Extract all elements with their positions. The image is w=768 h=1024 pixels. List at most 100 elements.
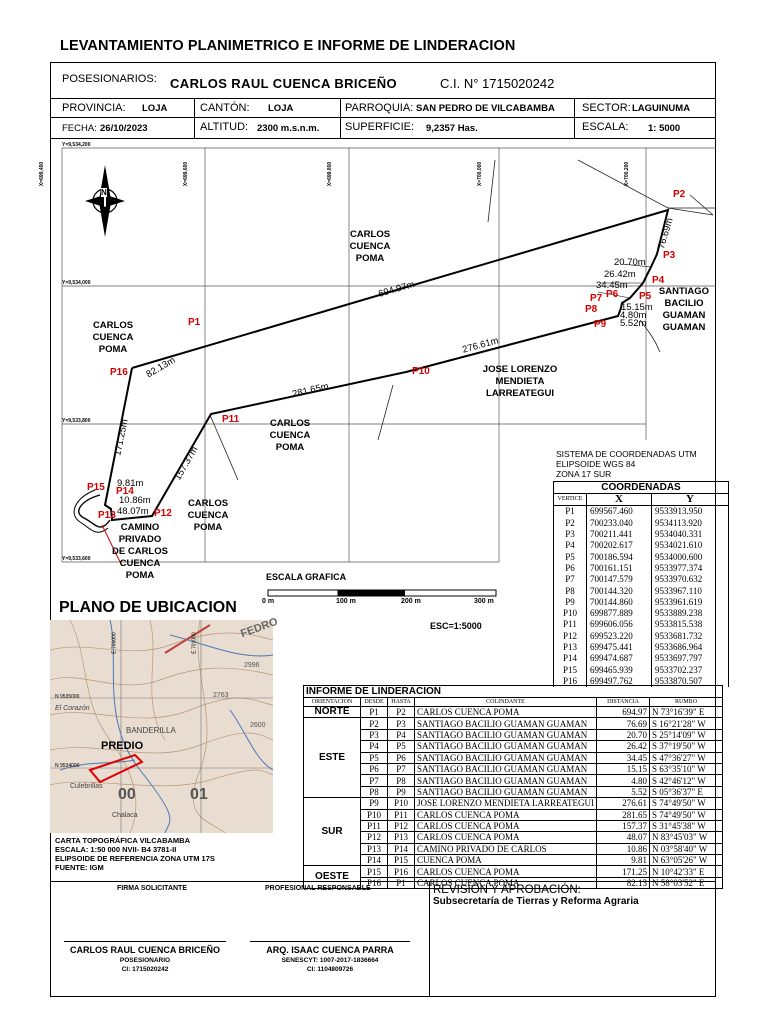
linderacion-header: COLINDANTE <box>413 697 598 707</box>
topographic-map <box>50 620 273 833</box>
colindante-cell: SANTIAGO BACILIO GUAMAN GUAMAN <box>413 785 598 799</box>
coord-y: 9533870.507 <box>651 675 729 688</box>
rumbo-cell: N 63°05'26" W <box>649 854 724 867</box>
distance-label: 9.81m <box>117 478 144 489</box>
distancia-cell: 281.65 <box>596 808 651 821</box>
place-label: N 9535000 <box>55 694 80 700</box>
colindante-cell: SANTIAGO BACILIO GUAMAN GUAMAN <box>413 728 598 742</box>
hasta-cell: P16 <box>387 865 415 878</box>
coord-x: 700161.151 <box>586 562 652 575</box>
colindante-cell: CAMINO PRIVADO DE CARLOS <box>413 842 598 856</box>
coord-y: 9534113.920 <box>651 517 729 529</box>
colindante-cell: SANTIAGO BACILIO GUAMAN GUAMAN <box>413 774 598 787</box>
grid-y-label: Y=9,533,600 <box>62 556 91 562</box>
escala-label: ESCALA: <box>582 121 629 133</box>
desde-cell: P6 <box>360 762 388 776</box>
distancia-cell: 15.15 <box>596 762 651 776</box>
scale-tick: 100 m <box>336 598 356 605</box>
scale-tick: 200 m <box>401 598 421 605</box>
place-label: El Corazón <box>55 705 90 712</box>
rumbo-cell: N 03°58'40" W <box>649 842 724 856</box>
parroquia-value: SAN PEDRO DE VILCABAMBA <box>416 103 555 114</box>
coord-vertex: P13 <box>553 641 587 654</box>
distancia-cell: 76.69 <box>596 717 651 730</box>
posesionarios-label: POSESIONARIOS: <box>62 73 157 85</box>
point-label: P1 <box>188 317 201 328</box>
distancia-cell: 276.61 <box>596 797 651 810</box>
hasta-cell: P7 <box>387 762 415 776</box>
rumbo-cell: S 74°49'50" W <box>649 808 724 821</box>
desde-cell: P4 <box>360 740 388 753</box>
point-label: P8 <box>585 304 598 315</box>
distancia-cell: 5.52 <box>596 785 651 799</box>
coord-vertex: P7 <box>553 574 587 586</box>
coord-x: 700211.441 <box>586 528 652 541</box>
desde-cell: P13 <box>360 842 388 856</box>
desde-cell: P12 <box>360 831 388 844</box>
distancia-cell: 82.13 <box>596 876 651 890</box>
coord-x: 699523.220 <box>586 630 652 642</box>
rumbo-cell: N 73°16'39" E <box>649 705 724 719</box>
place-label: E 701000 <box>191 632 198 654</box>
signature-line <box>64 941 226 942</box>
escala-value: 1: 5000 <box>648 123 681 134</box>
hasta-cell: P5 <box>387 740 415 753</box>
distance-label: 10.86m <box>119 495 151 506</box>
coord-vertex: P2 <box>553 517 587 529</box>
coord-y: 9533970.632 <box>651 574 729 586</box>
coord-x: 699474.687 <box>586 653 652 665</box>
firma-solicitante-label: FIRMA SOLICITANTE <box>117 885 187 892</box>
colindante-cell: CARLOS CUENCA POMA <box>413 831 598 844</box>
coord-x: 699465.939 <box>586 664 652 676</box>
altitud-label: ALTITUD: <box>200 121 249 133</box>
rumbo-cell: S 74°49'50" W <box>649 797 724 810</box>
coord-y: 9533702.237 <box>651 664 729 676</box>
colindante-cell: SANTIAGO BACILIO GUAMAN GUAMAN <box>413 740 598 753</box>
place-label: N 9534000 <box>55 763 80 769</box>
coord-vertex: P11 <box>553 619 587 631</box>
rumbo-cell: S 63°35'10" W <box>649 762 724 776</box>
sector-label: SECTOR: <box>582 102 631 114</box>
hasta-cell: P9 <box>387 785 415 799</box>
colindante-cell: CARLOS CUENCA POMA <box>413 819 598 833</box>
point-label: P16 <box>110 367 128 378</box>
rumbo-cell: S 42°46'12" W <box>649 774 724 787</box>
hasta-cell: P14 <box>387 842 415 856</box>
coord-x: 700233.040 <box>586 517 652 529</box>
place-label: 2996 <box>244 662 260 669</box>
rumbo-cell: S 25°14'09" W <box>649 728 724 742</box>
linderacion-header: DESDE <box>360 697 388 707</box>
place-label: BANDERILLA <box>126 726 176 735</box>
desde-cell: P2 <box>360 717 388 730</box>
scale-title: ESCALA GRAFICA <box>266 572 347 582</box>
coord-y: 9533961.619 <box>651 596 729 608</box>
hasta-cell: P1 <box>387 876 415 890</box>
north-letter: N <box>101 188 107 197</box>
desde-cell: P8 <box>360 785 388 799</box>
page-title: LEVANTAMIENTO PLANIMETRICO E INFORME DE … <box>60 38 516 54</box>
rumbo-cell: S 37°19'50" W <box>649 740 724 753</box>
solicitante-name: CARLOS RAUL CUENCA BRICEÑO <box>69 945 220 955</box>
carta-info: CARTA TOPOGRÁFICA VILCABAMBA ESCALA: 1:5… <box>55 836 215 872</box>
point-label: P10 <box>412 366 430 377</box>
altitud-value: 2300 m.s.n.m. <box>257 123 320 134</box>
